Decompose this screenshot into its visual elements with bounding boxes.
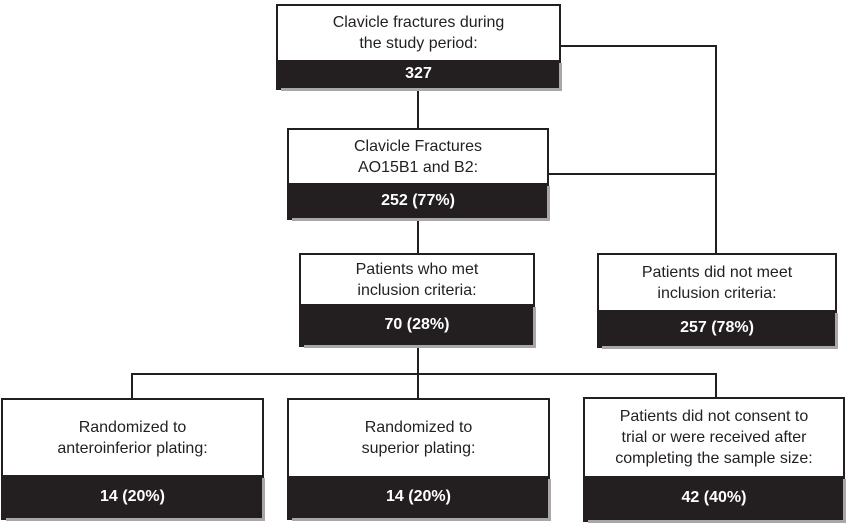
connector-line-drop-middle: [417, 373, 419, 398]
node-total-fractures: Clavicle fractures during the study peri…: [276, 4, 561, 90]
label-line: Patients did not meet: [641, 263, 793, 281]
node-met-inclusion-value-bar: 70 (28%): [301, 304, 533, 345]
label-line: Randomized to: [364, 419, 473, 436]
label-line: AO15B1 and B2:: [357, 158, 479, 176]
node-superior-plating-label: Randomized to superior plating:: [289, 400, 548, 476]
label-line: inclusion criteria:: [657, 284, 777, 302]
label-line: Patients who met: [355, 260, 479, 278]
connector-line-included-down: [417, 346, 419, 375]
node-no-consent: Patients did not consent to trial or wer…: [583, 397, 845, 522]
node-anteroinferior-plating-label: Randomized to anteroinferior plating:: [3, 400, 262, 475]
connector-line-right-vertical: [715, 45, 717, 253]
label-line: anteroinferior plating:: [57, 439, 208, 457]
connector-line-drop-right: [715, 373, 717, 397]
label-line: Clavicle Fractures: [353, 137, 483, 155]
node-anteroinferior-plating-value-bar: 14 (20%): [3, 475, 262, 518]
node-not-met-inclusion: Patients did not meet inclusion criteria…: [597, 253, 837, 348]
connector-line-drop-left: [131, 373, 133, 398]
node-not-met-inclusion-value-bar: 257 (78%): [599, 310, 835, 346]
node-superior-plating-value-bar: 14 (20%): [289, 476, 548, 518]
label-line: the study period:: [359, 35, 478, 52]
label-line: completing the sample size:: [615, 450, 813, 467]
connector-line-ao15-right: [549, 173, 716, 175]
node-met-inclusion: Patients who met inclusion criteria: 70 …: [299, 253, 535, 347]
connector-line-total-to-ao15: [417, 90, 419, 128]
label-line: Randomized to: [78, 418, 187, 436]
node-anteroinferior-plating: Randomized to anteroinferior plating: 14…: [1, 398, 264, 520]
label-line: trial or were received after: [621, 429, 807, 446]
node-ao15b1-b2-label: Clavicle Fractures AO15B1 and B2:: [289, 130, 547, 183]
label-line: inclusion criteria:: [357, 281, 477, 299]
node-ao15b1-b2-value-bar: 252 (77%): [289, 183, 547, 218]
label-line: Clavicle fractures during: [332, 14, 505, 31]
connector-line-total-right: [561, 45, 717, 47]
node-not-met-inclusion-label: Patients did not meet inclusion criteria…: [599, 255, 835, 310]
label-line: Patients did not consent to: [619, 408, 809, 425]
node-total-fractures-label: Clavicle fractures during the study peri…: [278, 6, 559, 60]
node-met-inclusion-label: Patients who met inclusion criteria:: [301, 255, 533, 304]
node-ao15b1-b2: Clavicle Fractures AO15B1 and B2: 252 (7…: [287, 128, 549, 220]
node-no-consent-label: Patients did not consent to trial or wer…: [585, 399, 843, 476]
node-total-fractures-value-bar: 327: [278, 60, 559, 88]
label-line: superior plating:: [361, 440, 476, 457]
node-superior-plating: Randomized to superior plating: 14 (20%): [287, 398, 550, 520]
connector-line-branch-horizontal: [131, 373, 717, 375]
connector-line-ao15-to-included: [417, 220, 419, 253]
node-no-consent-value-bar: 42 (40%): [585, 476, 843, 520]
